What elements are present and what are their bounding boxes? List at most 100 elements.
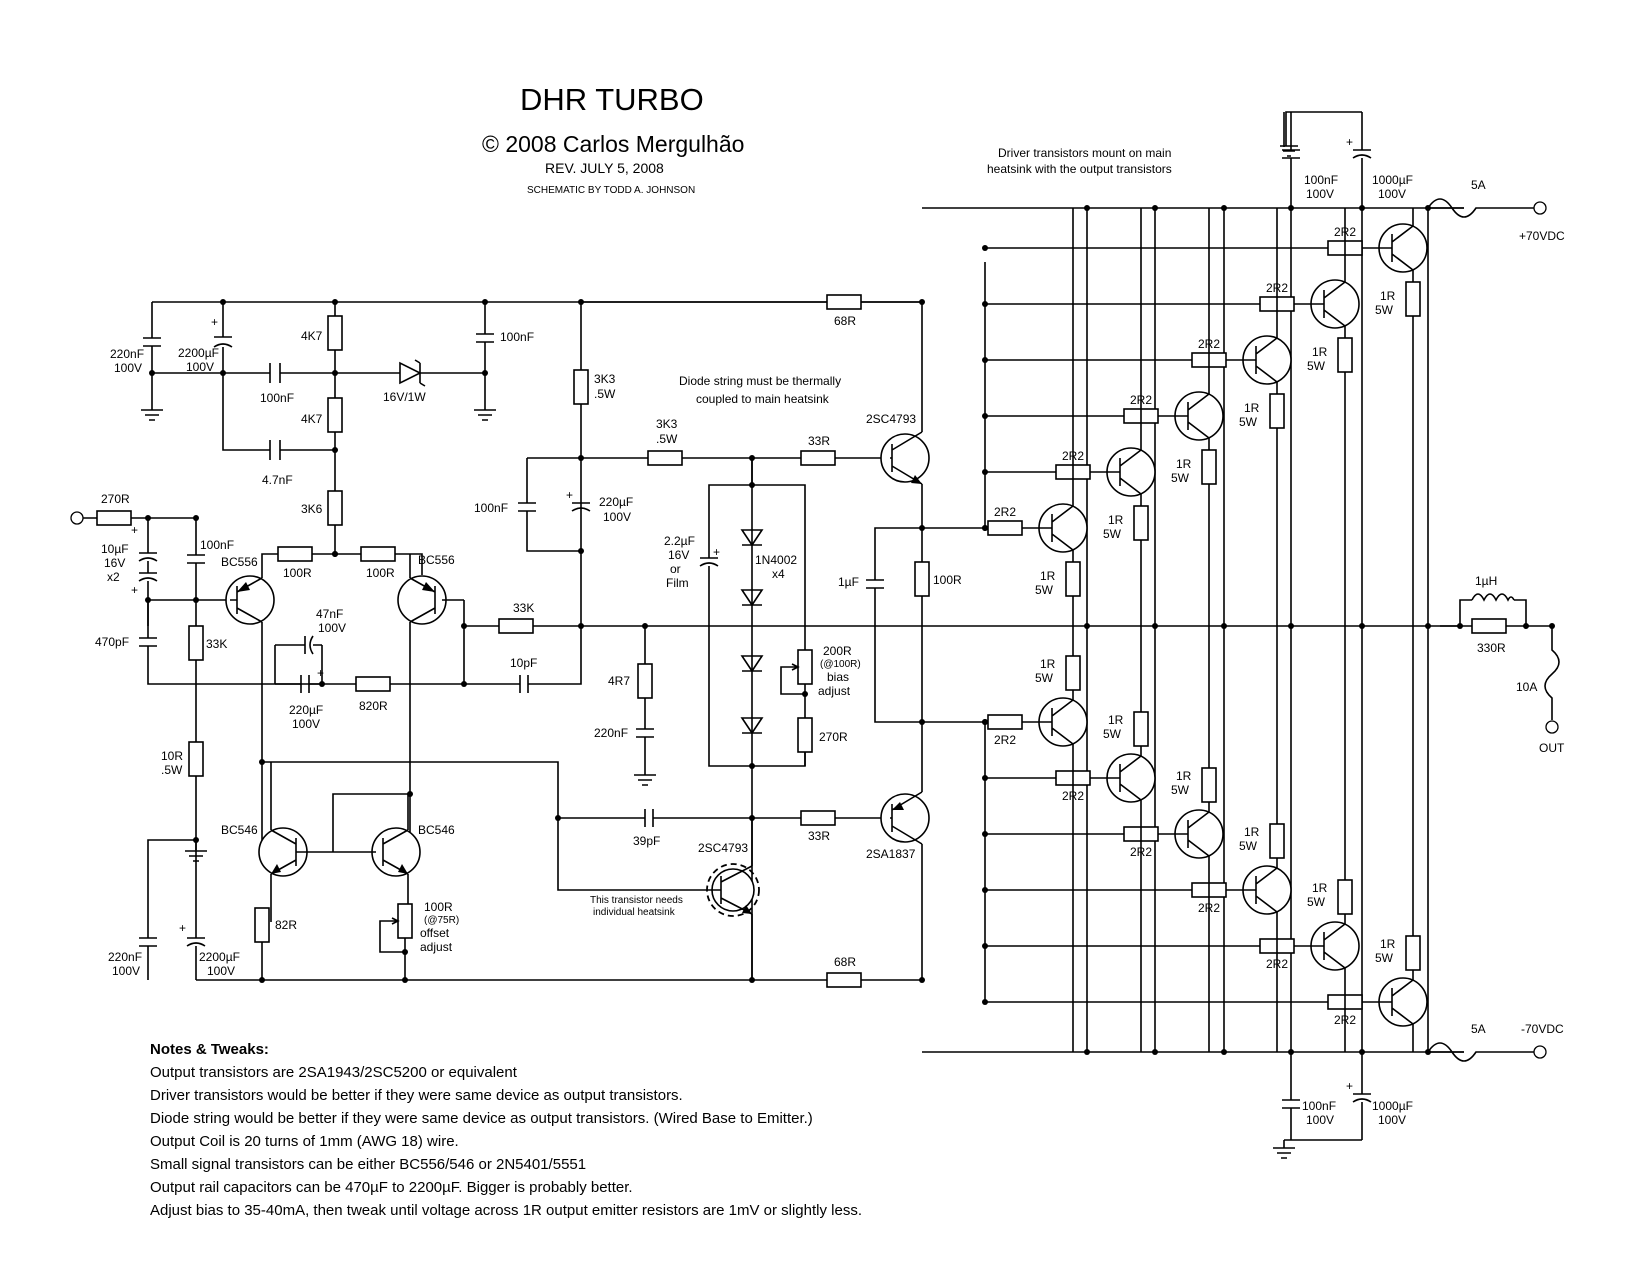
svg-text:100nF: 100nF <box>1304 173 1338 187</box>
base-resistor-2r2 <box>987 714 1023 730</box>
emitter-resistor-1r <box>1337 879 1353 915</box>
svg-text:5A: 5A <box>1471 1022 1486 1036</box>
emitter-resistor-1r <box>1405 281 1421 317</box>
svg-text:5W: 5W <box>1307 895 1326 909</box>
svg-text:10pF: 10pF <box>510 656 537 670</box>
svg-text:OUT: OUT <box>1539 741 1565 755</box>
svg-text:100V: 100V <box>1306 1113 1334 1127</box>
note-item: Adjust bias to 35-40mA, then tweak until… <box>150 1202 862 1219</box>
svg-text:4K7: 4K7 <box>301 412 323 426</box>
revision-line: REV. JULY 5, 2008 <box>545 160 664 176</box>
svg-text:1R: 1R <box>1312 345 1328 359</box>
svg-text:1R: 1R <box>1108 713 1124 727</box>
svg-text:-70VDC: -70VDC <box>1521 1022 1564 1036</box>
svg-text:3K3: 3K3 <box>656 417 678 431</box>
svg-text:10A: 10A <box>1516 680 1537 694</box>
svg-text:100R: 100R <box>933 573 962 587</box>
svg-text:1R: 1R <box>1176 457 1192 471</box>
emitter-resistor-1r <box>1269 393 1285 429</box>
note-item: Driver transistors would be better if th… <box>150 1087 683 1104</box>
output-transistor-bank: 2R22R22R22R22R22R22R22R22R22R22R22R21R5W… <box>922 205 1431 1055</box>
svg-text:1R: 1R <box>1176 769 1192 783</box>
current-mirror: BC546 BC546 82R 100R (@75R) offset adjus… <box>108 761 925 988</box>
emitter-resistor-1r <box>1405 935 1421 971</box>
svg-text:100R: 100R <box>283 566 312 580</box>
output-network: 1µH 330R 10A OUT <box>1440 574 1565 755</box>
svg-text:100V: 100V <box>1306 187 1334 201</box>
vas-stage: 39pF 33R 2SC4793 This transistor needs i… <box>558 809 890 980</box>
emitter-resistor-1r <box>1133 505 1149 541</box>
note-item: Small signal transistors can be either B… <box>150 1156 586 1173</box>
svg-text:39pF: 39pF <box>633 834 660 848</box>
svg-text:5A: 5A <box>1471 178 1486 192</box>
svg-text:x4: x4 <box>772 567 785 581</box>
diode-note-2: coupled to main heatsink <box>696 392 830 406</box>
svg-text:+: + <box>317 666 324 680</box>
svg-text:BC546: BC546 <box>221 823 258 837</box>
svg-text:33R: 33R <box>808 434 830 448</box>
svg-text:+: + <box>131 523 138 537</box>
svg-text:100nF: 100nF <box>200 538 234 552</box>
svg-text:5W: 5W <box>1239 415 1258 429</box>
svg-text:+: + <box>131 583 138 597</box>
bias-diode-string: + 2.2µF 16V or Film 1N4002 x4 200R (@100… <box>664 458 861 980</box>
svg-text:BC556: BC556 <box>418 553 455 567</box>
svg-text:270R: 270R <box>101 492 130 506</box>
svg-text:4R7: 4R7 <box>608 674 630 688</box>
svg-text:2200µF: 2200µF <box>199 950 240 964</box>
svg-text:33K: 33K <box>206 637 227 651</box>
svg-text:1R: 1R <box>1380 289 1396 303</box>
svg-text:16V/1W: 16V/1W <box>383 390 426 404</box>
svg-text:bias: bias <box>827 670 849 684</box>
svg-text:1µF: 1µF <box>838 575 859 589</box>
svg-text:1R: 1R <box>1108 513 1124 527</box>
svg-text:1µH: 1µH <box>1475 574 1497 588</box>
svg-text:5W: 5W <box>1171 471 1190 485</box>
svg-text:100V: 100V <box>207 964 235 978</box>
svg-text:2.2µF: 2.2µF <box>664 534 695 548</box>
svg-text:1R: 1R <box>1244 401 1260 415</box>
svg-text:+: + <box>179 921 186 935</box>
svg-text:adjust: adjust <box>818 684 851 698</box>
svg-text:1000µF: 1000µF <box>1372 1099 1413 1113</box>
driver-stage: 2SC4793 2SA1837 100R 1µF <box>838 302 962 980</box>
svg-text:1R: 1R <box>1312 881 1328 895</box>
svg-text:16V: 16V <box>104 556 125 570</box>
svg-text:(@75R): (@75R) <box>424 915 459 926</box>
input-section: 270R + + 10µF 16V x2 470pF 100nF 33K 10R… <box>70 492 275 840</box>
emitter-resistor-1r <box>1065 655 1081 691</box>
svg-text:47nF: 47nF <box>316 607 343 621</box>
svg-text:+: + <box>211 315 218 329</box>
svg-text:5W: 5W <box>1375 303 1394 317</box>
svg-text:x2: x2 <box>107 570 120 584</box>
svg-text:1R: 1R <box>1244 825 1260 839</box>
svg-text:100nF: 100nF <box>1302 1099 1336 1113</box>
svg-text:68R: 68R <box>834 314 856 328</box>
note-item: Output Coil is 20 turns of 1mm (AWG 18) … <box>150 1133 459 1150</box>
svg-text:1R: 1R <box>1040 569 1056 583</box>
svg-text:100V: 100V <box>1378 1113 1406 1127</box>
svg-text:2SC4793: 2SC4793 <box>866 412 916 426</box>
emitter-resistor-1r <box>1201 449 1217 485</box>
emitter-resistor-1r <box>1065 561 1081 597</box>
svg-text:100R: 100R <box>366 566 395 580</box>
schematic-title: DHR TURBO <box>520 82 704 117</box>
driver-mount-note-1: Driver transistors mount on main <box>998 146 1171 160</box>
svg-text:.5W: .5W <box>656 432 678 446</box>
svg-text:+: + <box>566 488 573 502</box>
svg-text:1000µF: 1000µF <box>1372 173 1413 187</box>
svg-text:3K3: 3K3 <box>594 372 616 386</box>
svg-text:.5W: .5W <box>594 387 616 401</box>
svg-text:1R: 1R <box>1380 937 1396 951</box>
svg-text:100V: 100V <box>318 621 346 635</box>
emitter-resistor-1r <box>1133 711 1149 747</box>
svg-text:BC546: BC546 <box>418 823 455 837</box>
svg-text:+: + <box>1346 1079 1353 1093</box>
svg-text:220nF: 220nF <box>108 950 142 964</box>
svg-text:2R2: 2R2 <box>994 505 1016 519</box>
power-rails: + 100nF 100V 1000µF 100V 5A +70VDC + 100… <box>922 111 1565 1159</box>
vas-supply: 3K3 .5W + 100nF 220µF 100V 3K3 .5W 33R <box>474 302 890 629</box>
svg-text:330R: 330R <box>1477 641 1506 655</box>
svg-text:5W: 5W <box>1035 671 1054 685</box>
